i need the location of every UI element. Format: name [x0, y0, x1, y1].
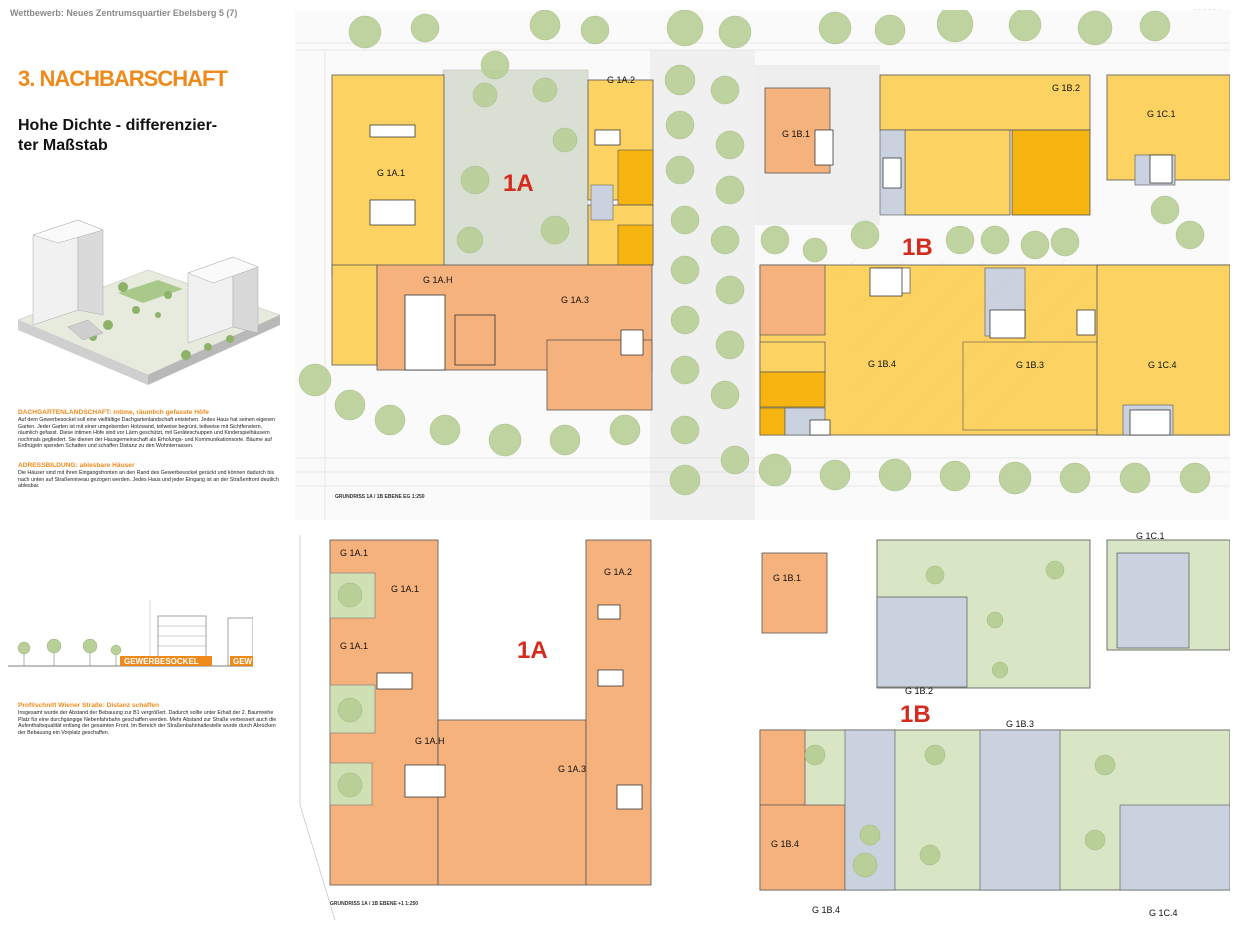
dachgarten-heading: DACHGARTENLANDSCHAFT: intime, räumlich g…	[18, 409, 209, 416]
site-plan-ground-floor: G 1A.1 G 1A.2 G 1A.H G 1A.3 G 1B.1 G 1B.…	[295, 10, 1230, 520]
section-subtitle: Hohe Dichte - differenzier- ter Maßstab	[18, 116, 217, 156]
caption-plan-eg: GRUNDRISS 1A / 1B EBENE EG 1:250	[335, 494, 425, 500]
subtitle-line-2: ter Maßstab	[18, 137, 108, 154]
label-b-g1a1-a: G 1A.1	[340, 548, 368, 558]
label-g1c4: G 1C.4	[1148, 360, 1177, 370]
zone-label-1a: 1A	[503, 170, 534, 197]
label-g1b2: G 1B.2	[1052, 83, 1080, 93]
dachgarten-body: Auf dem Gewerbesockel soll eine vielfält…	[18, 417, 276, 450]
label-b-g1c4: G 1C.4	[1149, 908, 1178, 918]
label-b-g1b4-b: G 1B.4	[812, 905, 840, 915]
label-g1a3: G 1A.3	[561, 295, 589, 305]
profil-heading: Profilschnitt Wiener Straße: Distanz sch…	[18, 702, 159, 709]
section-title: 3. NACHBARSCHAFT	[18, 66, 228, 91]
label-g1a1: G 1A.1	[377, 168, 405, 178]
caption-plan-1: GRUNDRISS 1A / 1B EBENE +1 1:250	[330, 901, 418, 907]
section-label-gew: GEW	[233, 657, 253, 666]
label-g1ah: G 1A.H	[423, 275, 453, 285]
zone-label-b-1a: 1A	[517, 637, 548, 664]
label-g1b4: G 1B.4	[868, 359, 896, 369]
label-g1a2: G 1A.2	[607, 75, 635, 85]
zone-label-1b: 1B	[902, 234, 933, 261]
label-g1b1: G 1B.1	[782, 129, 810, 139]
label-g1c1: G 1C.1	[1147, 109, 1176, 119]
section-label-gewerbesockel: GEWERBESOCKEL	[124, 657, 199, 666]
site-plan-1b-upper-floor: G 1B.1 G 1C.1 G 1B.2 G 1B.3 G 1B.4 G 1B.…	[755, 525, 1230, 920]
label-g1b3: G 1B.3	[1016, 360, 1044, 370]
label-b-g1a3: G 1A.3	[558, 764, 586, 774]
label-b-g1a2: G 1A.2	[604, 567, 632, 577]
profil-text: Profilschnitt Wiener Straße: Distanz sch…	[18, 702, 280, 736]
site-plan-1a-upper-floor: G 1A.1 G 1A.1 G 1A.1 G 1A.2 G 1A.H G 1A.…	[295, 525, 655, 920]
label-b-g1b1: G 1B.1	[773, 573, 801, 583]
subtitle-line-1: Hohe Dichte - differenzier-	[18, 117, 218, 134]
label-b-g1b3: G 1B.3	[1006, 719, 1034, 729]
isometric-view	[17, 219, 281, 385]
label-b-g1a1-b: G 1A.1	[391, 584, 419, 594]
adress-text: ADRESSBILDUNG: ablesbare Häuser Die Häus…	[18, 462, 280, 490]
label-b-g1b4-a: G 1B.4	[771, 839, 799, 849]
dachgarten-text: DACHGARTENLANDSCHAFT: intime, räumlich g…	[18, 409, 280, 450]
profil-body: Insgesamt wurde der Abstand der Bebauung…	[18, 710, 277, 736]
label-b-g1b2: G 1B.2	[905, 686, 933, 696]
label-b-g1a1-c: G 1A.1	[340, 641, 368, 651]
competition-header: Wettbewerb: Neues Zentrumsquartier Ebels…	[10, 8, 238, 18]
zone-label-b-1b: 1B	[900, 701, 931, 728]
adress-body: Die Häuser sind mit ihren Eingangsfronte…	[18, 470, 279, 490]
label-b-g1ah: G 1A.H	[415, 736, 445, 746]
label-b-g1c1: G 1C.1	[1136, 531, 1165, 541]
adress-heading: ADRESSBILDUNG: ablesbare Häuser	[18, 462, 135, 469]
street-section-drawing: GEWERBESOCKEL GEW	[8, 600, 253, 667]
